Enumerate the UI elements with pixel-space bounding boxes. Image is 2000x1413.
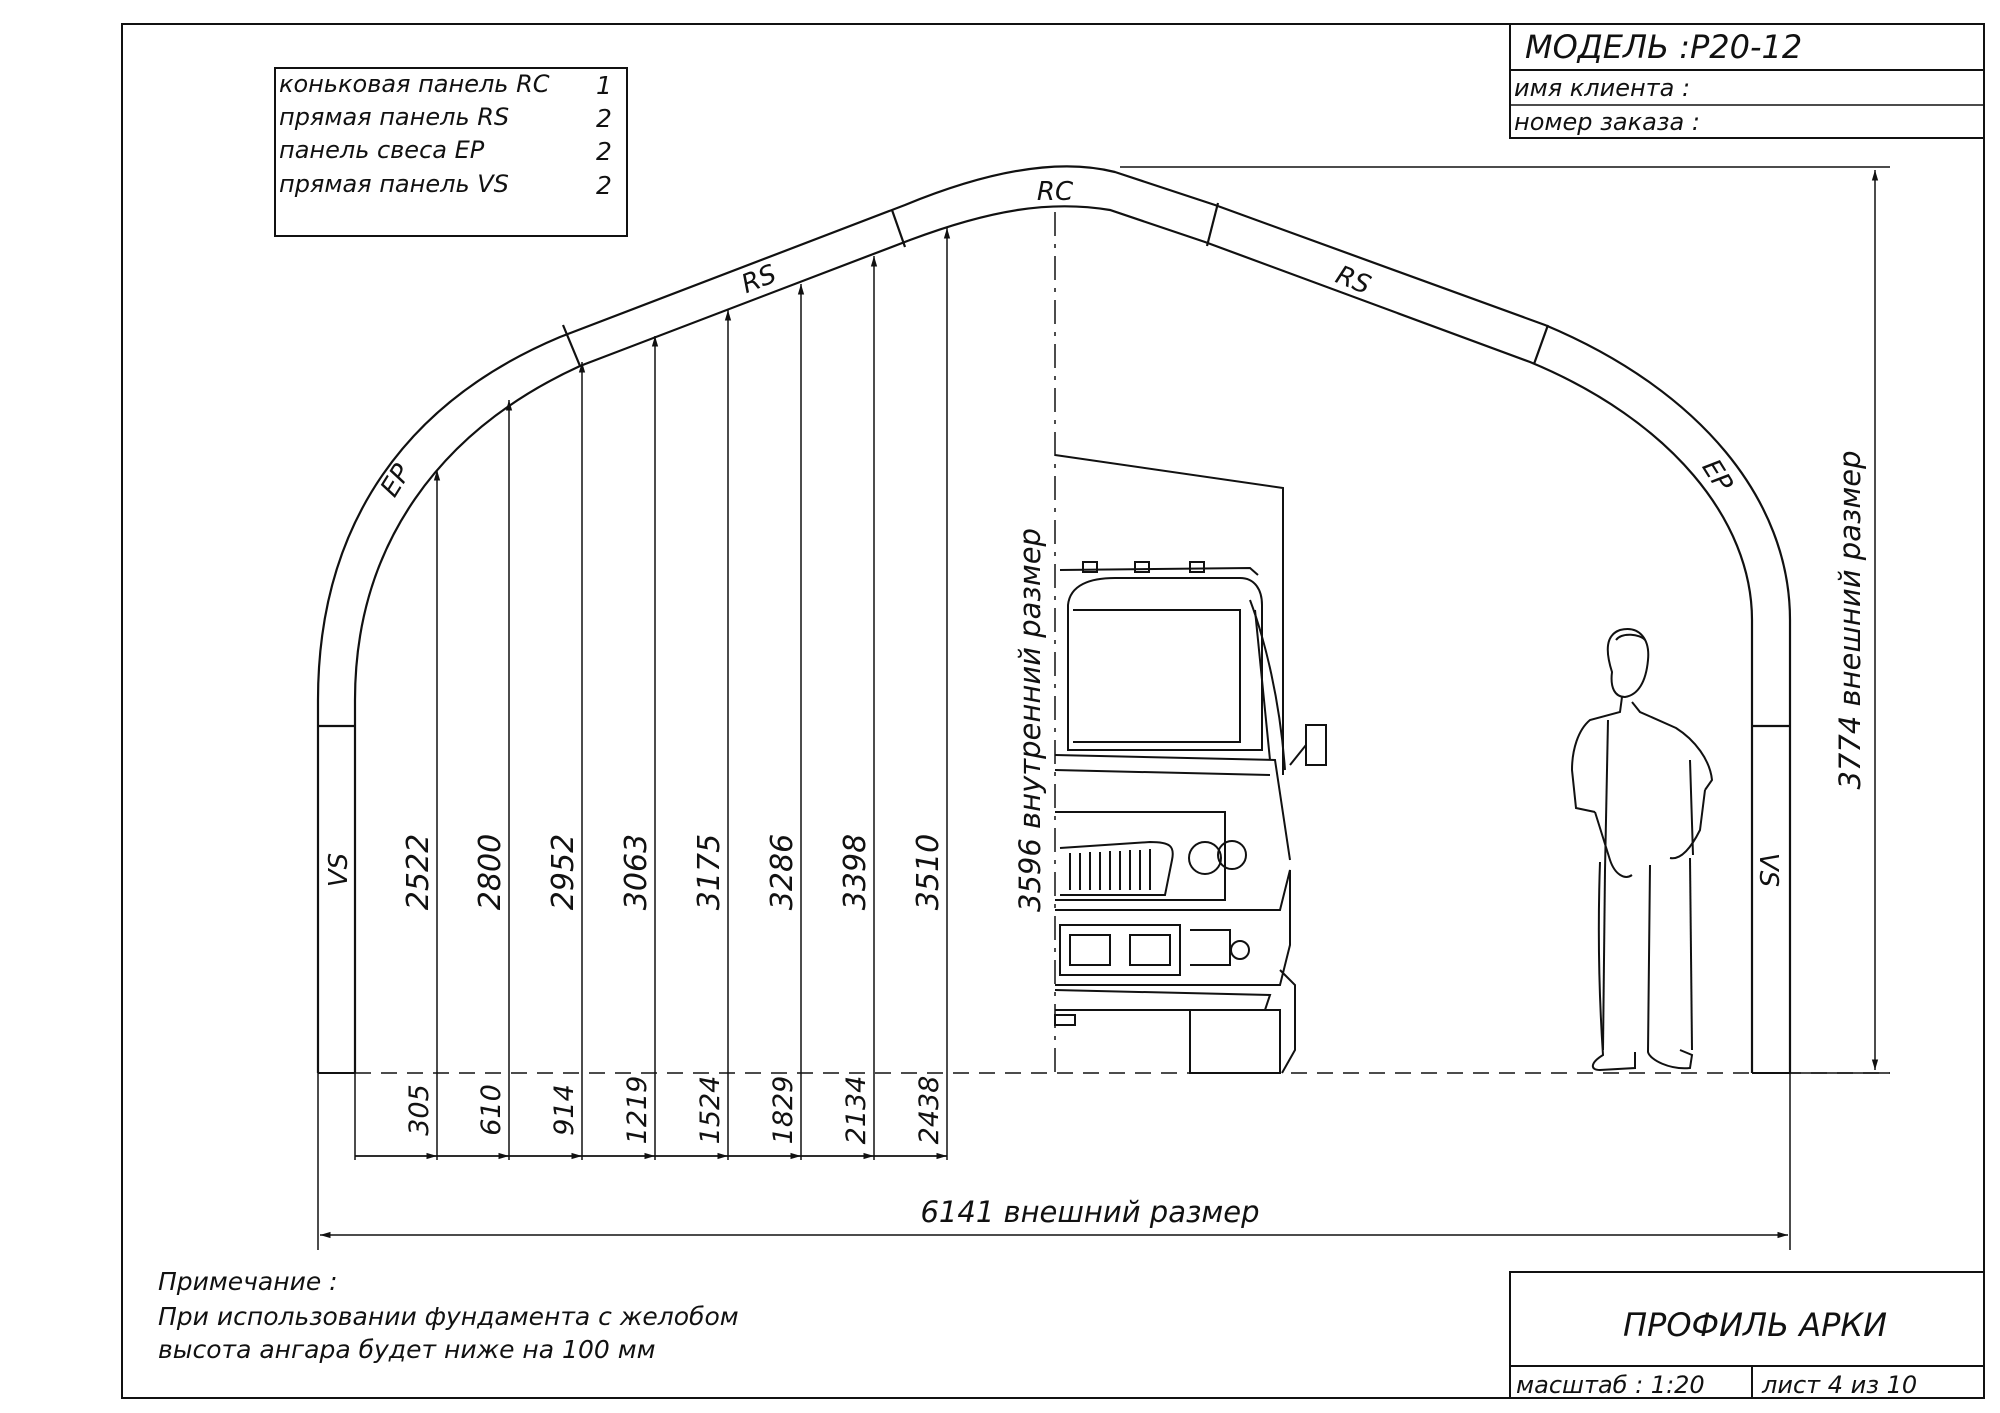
truck-illustration	[1054, 454, 1327, 1074]
height-label: 3286	[765, 834, 800, 910]
arch-inner-edge	[353, 205, 1754, 1073]
panel-row-vs: прямая панель VS	[279, 170, 509, 198]
note-line-2: высота ангара будет ниже на 100 мм	[158, 1335, 655, 1364]
offset-label: 914	[549, 1084, 580, 1136]
offset-label: 1524	[695, 1076, 726, 1145]
height-label: 3398	[838, 834, 873, 910]
height-label: 2952	[546, 834, 581, 910]
offset-label: 1219	[622, 1076, 653, 1145]
arch-outline	[316, 165, 1792, 1073]
panel-row-rs-qty: 2	[596, 104, 612, 133]
panel-table: коньковая панель RC 1 прямая панель RS 2…	[274, 67, 628, 237]
scale-label: масштаб : 1:20	[1516, 1371, 1705, 1399]
panel-row-vs-qty: 2	[596, 171, 612, 200]
offset-label: 610	[476, 1084, 507, 1136]
panel-row-ep: панель свеса EP	[279, 136, 485, 164]
offset-label: 2438	[914, 1076, 945, 1145]
panel-label-vs-left: VS	[324, 853, 354, 887]
panel-label-ep-left: EP	[375, 459, 418, 502]
panel-row-rc-qty: 1	[596, 71, 612, 100]
person-illustration	[1570, 628, 1714, 1072]
order-number-label: номер заказа :	[1514, 108, 1700, 136]
outer-height-dimension	[1120, 166, 1890, 1074]
offset-label: 1829	[768, 1076, 799, 1145]
client-name-label: имя клиента :	[1514, 74, 1690, 102]
height-label: 2800	[473, 834, 508, 910]
outer-width-label: 6141 внешний размер	[920, 1195, 1259, 1229]
panel-label-vs-right: VS	[1753, 853, 1783, 887]
panel-row-rs: прямая панель RS	[279, 103, 509, 131]
height-label: 3063	[619, 834, 654, 910]
model-label: МОДЕЛЬ :P20-12	[1525, 28, 1802, 66]
note-line-1: При использовании фундамента с желобом	[158, 1302, 739, 1331]
offset-dimension-lines	[354, 1073, 948, 1160]
offset-labels: 305 610 914 1219 1524 1829 2134 2438	[404, 1076, 945, 1145]
arch-outer-edge	[316, 165, 1792, 1073]
height-dimension-lines	[433, 228, 951, 1073]
height-label: 3175	[692, 834, 727, 910]
title-block-bottom: ПРОФИЛЬ АРКИ масштаб : 1:20 лист 4 из 10	[1509, 1271, 1985, 1399]
panel-label-rs-left: RS	[737, 259, 780, 300]
offset-label: 2134	[841, 1076, 872, 1145]
sheet-label: лист 4 из 10	[1761, 1371, 1917, 1399]
note-block: Примечание : При использовании фундамент…	[158, 1267, 739, 1364]
panel-label-rc: RC	[1037, 177, 1074, 207]
inner-height-label: 3596 внутренний размер	[1013, 528, 1047, 912]
height-label: 3510	[911, 834, 946, 910]
panel-row-rc: коньковая панель RC	[279, 70, 550, 98]
offset-label: 305	[404, 1084, 435, 1136]
note-heading: Примечание :	[158, 1267, 338, 1296]
panel-label-rs-right: RS	[1331, 260, 1374, 301]
height-label: 2522	[401, 834, 436, 910]
drawing-title: ПРОФИЛЬ АРКИ	[1623, 1306, 1887, 1344]
sheet-frame	[121, 23, 1985, 1399]
outer-width-dimension	[317, 1073, 1791, 1250]
title-block-top: МОДЕЛЬ :P20-12 имя клиента : номер заказ…	[1509, 23, 1985, 139]
height-labels: 2522 2800 2952 3063 3175 3286 3398 3510	[401, 834, 946, 910]
outer-height-label: 3774 внешний размер	[1833, 450, 1867, 789]
panel-row-ep-qty: 2	[596, 137, 612, 166]
